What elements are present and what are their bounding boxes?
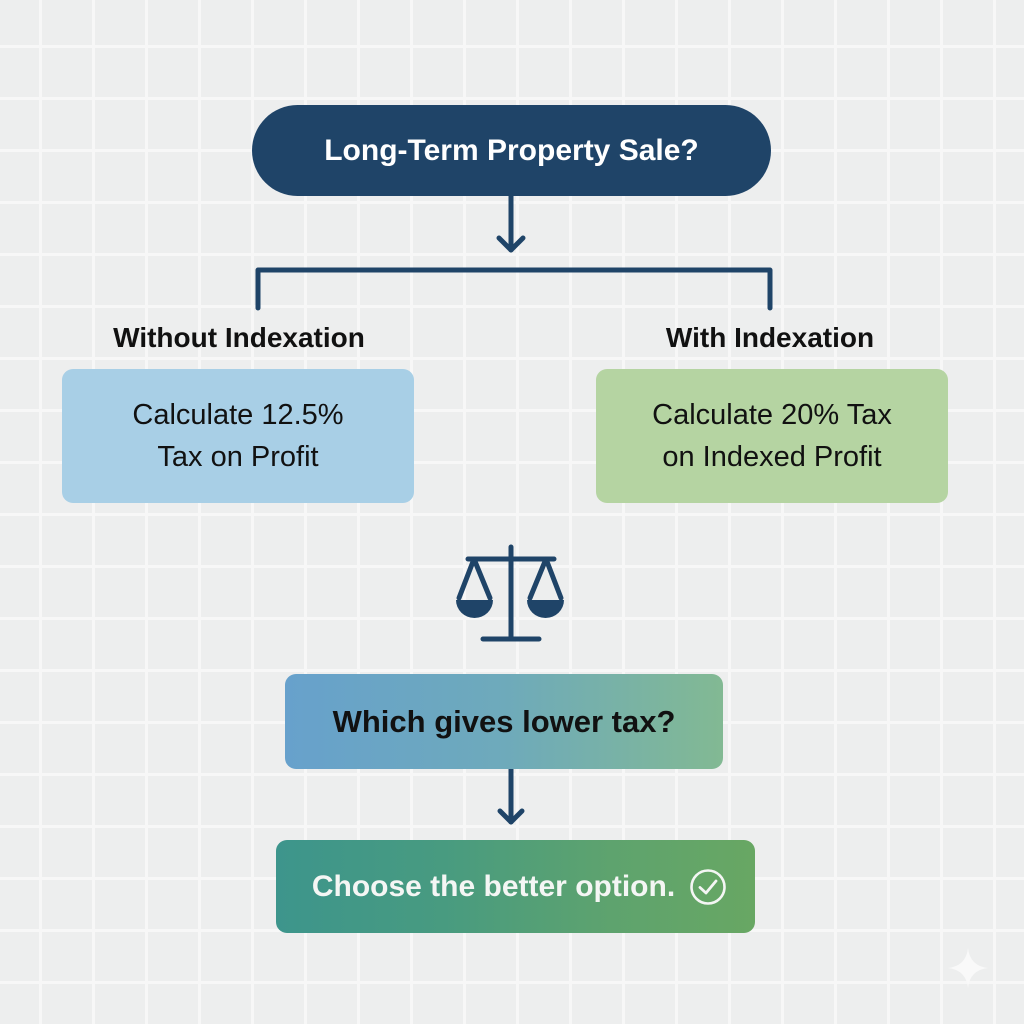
- box-text-line: Tax on Profit: [157, 441, 319, 473]
- check-circle-icon: [690, 868, 726, 905]
- arrow-head-down-icon: [497, 808, 525, 825]
- box-text-line: Calculate 20% Tax: [652, 399, 892, 431]
- start-node-label: Long-Term Property Sale?: [324, 133, 699, 167]
- start-node: Long-Term Property Sale?: [252, 105, 771, 196]
- sparkle-icon: [948, 948, 988, 988]
- result-node: Choose the better option.: [276, 840, 755, 933]
- box-text-line: on Indexed Profit: [662, 441, 882, 473]
- branch-bracket: [255, 267, 773, 311]
- branch-heading-without-indexation: Without Indexation: [113, 322, 365, 353]
- branch-heading-with-indexation: With Indexation: [665, 322, 875, 353]
- without-indexation-box: Calculate 12.5% Tax on Profit: [62, 369, 414, 503]
- result-label: Choose the better option.: [311, 869, 676, 903]
- balance-scale-icon: [456, 544, 564, 642]
- decision-label: Which gives lower tax?: [332, 703, 676, 739]
- box-text-line: Calculate 12.5%: [132, 399, 344, 431]
- decision-node: Which gives lower tax?: [285, 674, 723, 769]
- with-indexation-box: Calculate 20% Tax on Indexed Profit: [596, 369, 948, 503]
- arrow-head-down-icon: [496, 235, 526, 253]
